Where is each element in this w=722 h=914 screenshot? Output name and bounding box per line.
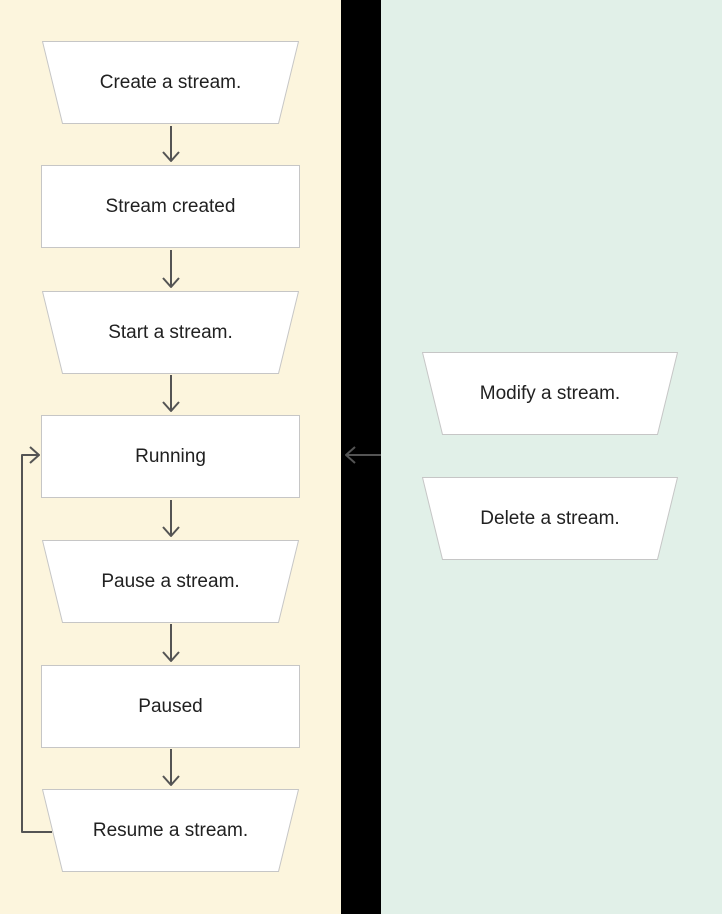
flow-node-label: Running xyxy=(135,446,206,467)
flow-node-stream-created: Stream created xyxy=(41,165,300,248)
trapezoid-shape xyxy=(42,291,299,374)
flow-node-paused: Paused xyxy=(41,665,300,748)
flow-node-label: Pause a stream. xyxy=(101,571,240,592)
flow-node-modify-stream: Modify a stream. xyxy=(422,352,678,435)
flow-node-label: Create a stream. xyxy=(99,72,242,93)
divider-strip xyxy=(341,0,381,914)
flow-node-label: Start a stream. xyxy=(108,322,233,343)
flow-node-label: Modify a stream. xyxy=(479,383,621,404)
flow-node-label: Resume a stream. xyxy=(92,820,249,841)
trapezoid-shape xyxy=(42,789,299,872)
flow-node-create-stream: Create a stream. xyxy=(42,41,299,124)
flow-node-resume-stream: Resume a stream. xyxy=(42,789,299,872)
flow-node-label: Stream created xyxy=(105,196,236,217)
trapezoid-shape xyxy=(422,352,678,435)
flow-node-start-stream: Start a stream. xyxy=(42,291,299,374)
right-panel-background xyxy=(381,0,722,914)
flow-node-label: Paused xyxy=(138,696,203,717)
flow-node-delete-stream: Delete a stream. xyxy=(422,477,678,560)
flow-node-label: Delete a stream. xyxy=(480,508,620,529)
trapezoid-shape xyxy=(42,41,299,124)
trapezoid-shape xyxy=(422,477,678,560)
flow-node-pause-stream: Pause a stream. xyxy=(42,540,299,623)
flow-node-running: Running xyxy=(41,415,300,498)
trapezoid-shape xyxy=(42,540,299,623)
